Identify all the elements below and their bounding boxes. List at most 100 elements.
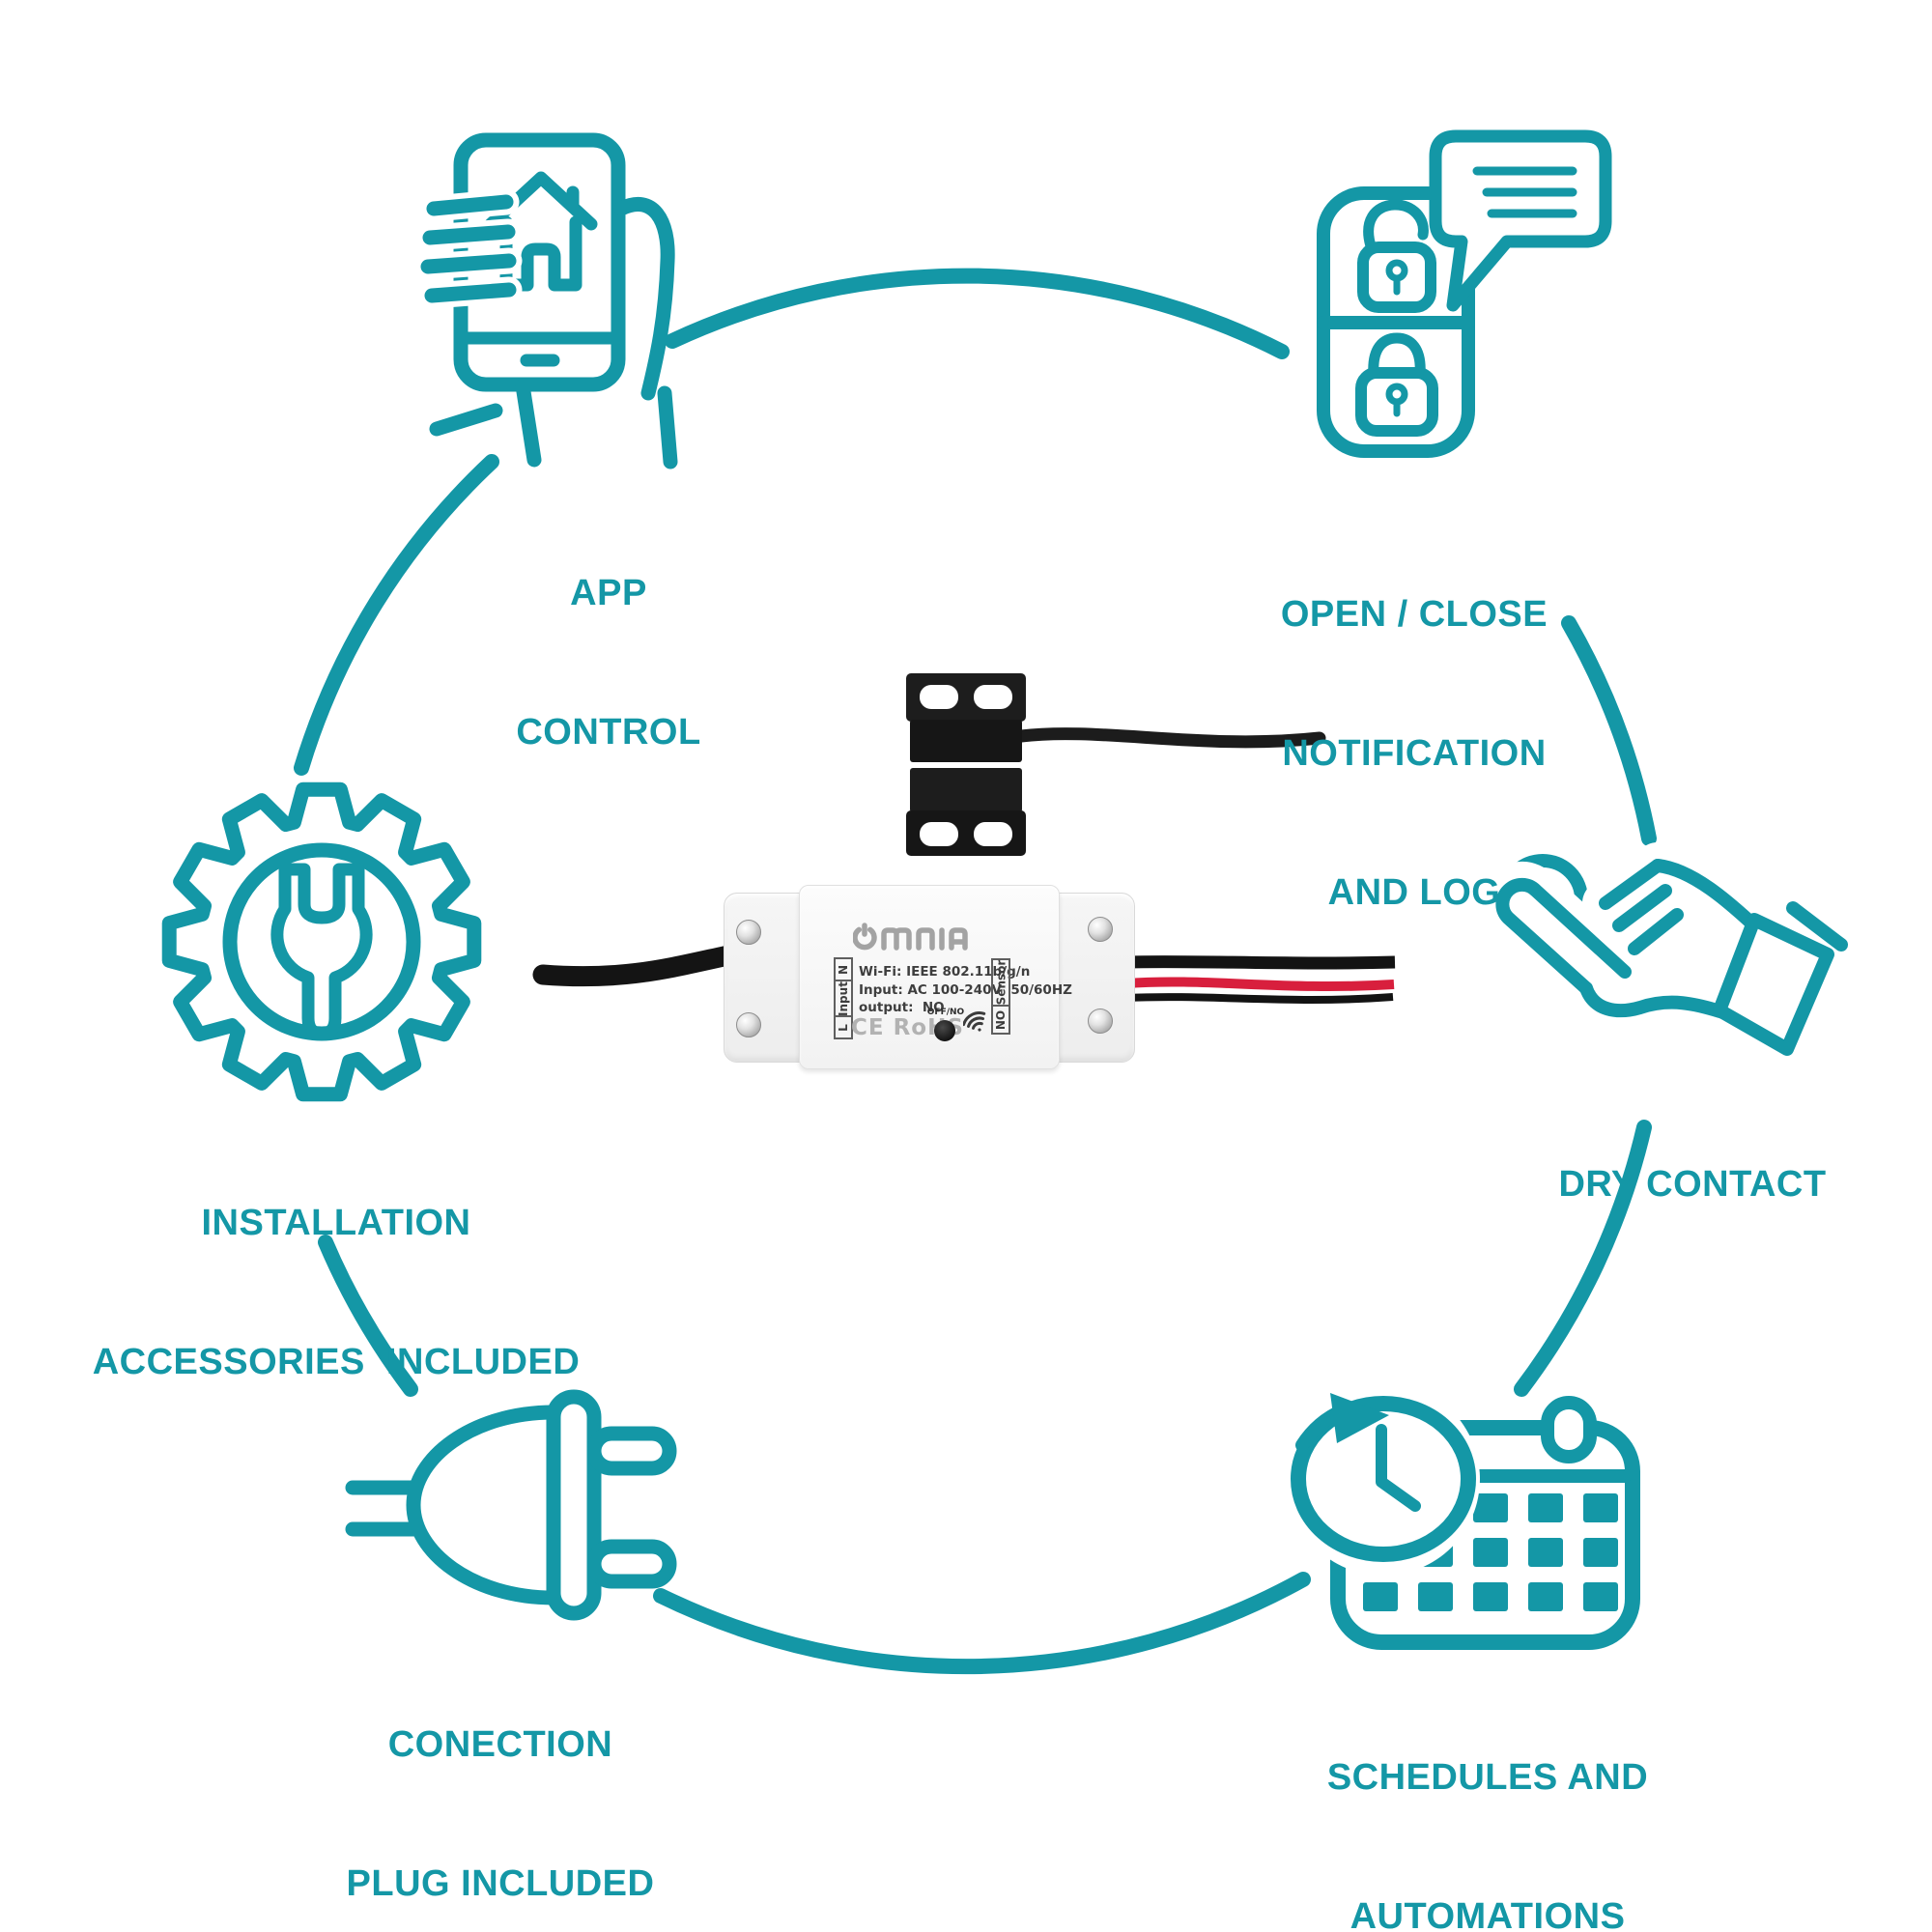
wrist-line-left: [515, 378, 542, 468]
ring-arc-right-upper: [1561, 615, 1657, 846]
caption-conection-plug: CONECTION PLUG INCLUDED: [347, 1629, 655, 1932]
calendar-day-square: [1473, 1493, 1508, 1522]
caption-installation: INSTALLATION ACCESSORIES INCLUDED: [93, 1107, 581, 1478]
caption-line: AND LOG: [1327, 872, 1501, 913]
calendar-day-square: [1528, 1538, 1563, 1567]
sleeve-cuff: [1713, 913, 1834, 1056]
ring-arc-bottom: [653, 1572, 1311, 1675]
sensor-bottom-hole-left: [920, 822, 958, 846]
terminal-input-cell: Input: [834, 980, 853, 1017]
caption-line: ACCESSORIES INCLUDED: [92, 1342, 581, 1382]
closed-padlock-keyhole: [1385, 383, 1408, 417]
spec-wifi: Wi-Fi: IEEE 802.11b/g/n: [859, 964, 1031, 980]
power-icon: [853, 923, 877, 951]
logo-letter-m: [881, 927, 912, 951]
caption-open-close: OPEN / CLOSE NOTIFICATION AND LOG: [1281, 498, 1548, 1009]
caption-line: SCHEDULES AND: [1326, 1757, 1649, 1798]
spec-output: output: NO: [859, 1000, 945, 1015]
locks-notification-icon: [1317, 129, 1612, 458]
plug-prong-top: [586, 1426, 677, 1476]
caption-line: APP: [570, 573, 647, 613]
off-no-button[interactable]: [934, 1020, 955, 1041]
sensor-bottom-hole-right: [974, 822, 1012, 846]
palm-edge: [613, 196, 675, 401]
output-wire-black-bottom: [1125, 993, 1394, 1004]
smart-switch-device: N Input L Wi-Fi: IEEE 802.11b/g/n Input:…: [724, 885, 1135, 1069]
wrench: [270, 863, 373, 1040]
index-finger: [1495, 877, 1632, 995]
palm-bottom-edge: [1579, 981, 1736, 1021]
calendar-day-square: [1473, 1582, 1508, 1611]
calendar-day-square: [1473, 1538, 1508, 1567]
caption-line: CONTROL: [516, 712, 701, 753]
button-label: OFF/NO: [926, 1008, 965, 1017]
sensor-top-body: [910, 720, 1022, 762]
ring-arc-left-upper: [294, 454, 499, 776]
calendar-hanger: [1541, 1396, 1597, 1463]
input-terminal-labels: N Input L: [834, 957, 853, 1039]
sensor-cable: [1014, 727, 1326, 749]
ring-arc-top: [665, 268, 1290, 359]
terminal-n-cell: N: [834, 957, 853, 981]
caption-line: PLUG INCLUDED: [346, 1863, 655, 1904]
clock-calendar-icon: [1287, 1382, 1640, 1650]
wrist-line-right: [657, 385, 678, 469]
gear-wrench-icon: [161, 781, 482, 1102]
hand-top-edge: [1651, 859, 1763, 934]
calendar-day-square: [1583, 1582, 1618, 1611]
bubble-text-lines: [1472, 166, 1577, 218]
terminal-l-label: L: [837, 1023, 850, 1032]
screw-bottom-right: [1088, 1009, 1113, 1034]
closed-padlock-shackle: [1368, 332, 1426, 381]
door-sensor: [906, 673, 1326, 856]
knuckles: [1599, 859, 1684, 955]
terminal-l-cell: L: [834, 1015, 853, 1039]
sensor-top-hole-right: [974, 685, 1012, 709]
terminal-sensor-label: Sensor: [994, 959, 1009, 1006]
caption-line: DRY CONTACT: [1558, 1164, 1827, 1205]
speech-bubble: [1429, 129, 1612, 312]
terminal-n-label: N: [836, 964, 850, 975]
phone-hand-icon: [414, 132, 678, 469]
input-power-cable: [532, 942, 753, 987]
caption-line: AUTOMATIONS: [1350, 1896, 1626, 1932]
ring-arc-left-lower: [318, 1235, 418, 1397]
gear-inner-circle: [222, 842, 421, 1041]
calendar-day-square: [1418, 1582, 1453, 1611]
clock-hands: [1376, 1424, 1421, 1512]
spec-input: Input: AC 100-240V 50/60HZ: [859, 982, 1072, 998]
logo-letter-a: [949, 927, 968, 951]
brand-logo: [853, 923, 968, 951]
output-wire-black-top: [1125, 955, 1396, 970]
terminal-no-label: NO: [994, 1009, 1008, 1030]
terminal-no-cell: NO: [991, 1005, 1010, 1035]
caption-line: OPEN / CLOSE: [1280, 594, 1548, 635]
connection-ring: [294, 268, 1657, 1675]
plug-face: [546, 1389, 602, 1621]
calendar-day-square: [1363, 1582, 1398, 1611]
terminal-input-label: Input: [837, 980, 851, 1016]
output-wires: [1125, 955, 1396, 1004]
plug-dome: [406, 1405, 561, 1605]
caption-line: INSTALLATION: [201, 1203, 471, 1243]
caption-line: NOTIFICATION: [1282, 733, 1547, 774]
calendar-day-square: [1528, 1493, 1563, 1522]
caption-dry-contact: DRY CONTACT: [1558, 1068, 1826, 1300]
wifi-icon: [963, 1011, 986, 1032]
caption-app-control: APP CONTROL: [516, 477, 700, 848]
plug-prong-bottom: [586, 1539, 677, 1589]
gear-outline: [161, 781, 482, 1102]
fingers: [420, 194, 517, 437]
press-hand-icon: [1479, 842, 1848, 1056]
cuff-accent-line: [1786, 901, 1848, 952]
terminal-sensor-cell: Sensor: [991, 958, 1010, 1007]
sensor-terminal-labels: Sensor NO: [991, 958, 1010, 1035]
ring-arc-right-lower: [1514, 1120, 1652, 1397]
calendar-day-square: [1528, 1582, 1563, 1611]
device-end-cap-left: [724, 893, 805, 1063]
screw-bottom-left: [736, 1012, 761, 1037]
logo-letter-n: [916, 927, 935, 951]
sensor-magnet-body: [910, 768, 1022, 812]
